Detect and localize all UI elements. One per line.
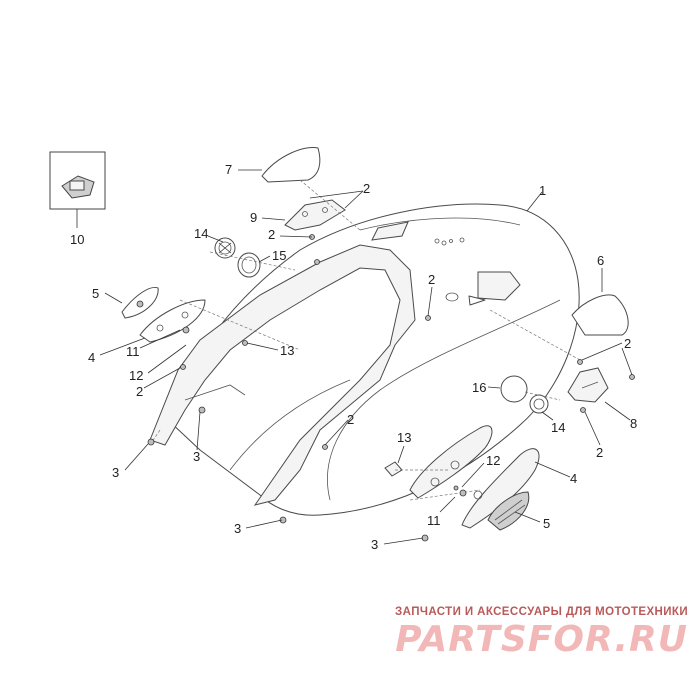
part-16-14-right-lamps xyxy=(500,375,549,414)
part-6-right-light xyxy=(571,294,629,336)
callout-6: 6 xyxy=(597,253,604,268)
callout-3-bottom-b: 3 xyxy=(371,537,378,552)
callout-2-right-low: 2 xyxy=(596,445,603,460)
part-14-15-lamps xyxy=(214,237,261,278)
part-5-right-reflector xyxy=(487,491,530,531)
callout-11-right: 11 xyxy=(427,513,441,528)
callout-4-right: 4 xyxy=(570,471,577,486)
callout-2-right: 2 xyxy=(624,336,631,351)
assembly-lines xyxy=(149,179,581,501)
callout-2-top: 2 xyxy=(363,181,370,196)
callout-2-left: 2 xyxy=(136,384,143,399)
callout-11-left: 11 xyxy=(126,344,140,359)
watermark-tagline: ЗАПЧАСТИ И АКСЕССУАРЫ ДЛЯ МОТОТЕХНИКИ xyxy=(395,606,688,618)
part-9-upper-bracket xyxy=(284,199,346,231)
callout-10: 10 xyxy=(70,232,84,247)
part-8-right-bracket xyxy=(567,367,609,403)
callout-9: 9 xyxy=(250,210,257,225)
part-4-right-bracket xyxy=(409,425,540,529)
callout-3-bottom-a: 3 xyxy=(234,521,241,536)
callout-2-mid: 2 xyxy=(347,412,354,427)
screws xyxy=(136,234,635,542)
callout-1: 1 xyxy=(539,183,546,198)
callout-5-left: 5 xyxy=(92,286,99,301)
part-7-upper-light xyxy=(261,146,321,183)
callout-12-right: 12 xyxy=(486,453,500,468)
callout-14-right: 14 xyxy=(551,420,565,435)
callout-15: 15 xyxy=(272,248,286,263)
part-10-clip-box xyxy=(49,151,106,228)
callout-13-right: 13 xyxy=(397,430,411,445)
callout-13-left: 13 xyxy=(280,343,294,358)
callout-12-left: 12 xyxy=(129,368,143,383)
callout-8: 8 xyxy=(630,416,637,431)
part-4-left-bracket xyxy=(139,299,206,343)
leader-lines xyxy=(99,169,633,545)
callout-2-upper: 2 xyxy=(268,227,275,242)
callout-4-left: 4 xyxy=(88,350,95,365)
callout-labels: 1 7 2 9 2 14 15 10 5 4 11 12 2 13 3 3 2 … xyxy=(70,162,637,552)
watermark-logo: PARTSFOR.RU xyxy=(395,619,688,660)
callout-14-left: 14 xyxy=(194,226,208,241)
callout-5-right: 5 xyxy=(543,516,550,531)
callout-3-left-a: 3 xyxy=(193,449,200,464)
callout-2-center: 2 xyxy=(428,272,435,287)
watermark: ЗАПЧАСТИ И АКСЕССУАРЫ ДЛЯ МОТОТЕХНИКИ PA… xyxy=(372,606,688,660)
callout-3-left-b: 3 xyxy=(112,465,119,480)
left-side-panel xyxy=(149,244,416,506)
callout-16: 16 xyxy=(472,380,486,395)
callout-7: 7 xyxy=(225,162,232,177)
